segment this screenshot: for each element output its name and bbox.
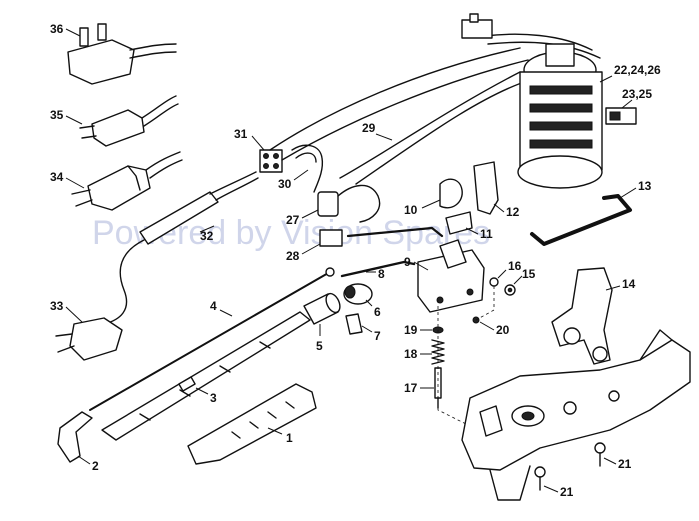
part-11-bracket[interactable]	[445, 211, 473, 235]
part-16-spring[interactable]	[489, 277, 499, 287]
label-10: 10	[404, 203, 418, 217]
part-21-screw-a[interactable]	[594, 442, 606, 467]
label-13: 13	[638, 179, 652, 193]
label-33: 33	[50, 299, 64, 313]
label-11: 11	[480, 227, 493, 241]
part-4-rod[interactable]	[89, 267, 335, 411]
label-15: 15	[522, 267, 536, 281]
part-6-bearing[interactable]	[343, 283, 373, 305]
label-28: 28	[286, 249, 300, 263]
label-22-24-26: 22,24,26	[614, 63, 661, 77]
part-36-uk-plug[interactable]	[67, 23, 177, 85]
part-2-tip-guard[interactable]	[57, 411, 93, 463]
part-18-spring[interactable]	[431, 339, 445, 365]
label-18: 18	[404, 347, 418, 361]
part-8-rod[interactable]	[340, 226, 444, 278]
label-31: 31	[234, 127, 248, 141]
part-7-clip[interactable]	[345, 313, 363, 335]
part-33-au-plug[interactable]	[55, 317, 123, 361]
label-36: 36	[50, 22, 64, 36]
label-35: 35	[50, 108, 64, 122]
label-32: 32	[200, 229, 214, 243]
label-6: 6	[374, 305, 381, 319]
part-13-bail[interactable]	[530, 194, 632, 246]
label-16: 16	[508, 259, 522, 273]
label-21-b: 21	[560, 485, 574, 499]
part-27-suppressor[interactable]	[317, 184, 381, 223]
label-23-25: 23,25	[622, 87, 652, 101]
label-20: 20	[496, 323, 510, 337]
part-14-handle[interactable]	[551, 267, 613, 365]
label-29: 29	[362, 121, 376, 135]
label-12: 12	[506, 205, 520, 219]
part-9-switch[interactable]	[417, 239, 485, 313]
part-22-motor[interactable]	[517, 43, 603, 189]
part-23-brush[interactable]	[605, 107, 637, 125]
label-14: 14	[622, 277, 636, 291]
label-5: 5	[316, 339, 323, 353]
label-1: 1	[286, 431, 293, 445]
label-7: 7	[374, 329, 381, 343]
part-30-wire[interactable]	[291, 144, 324, 193]
label-8: 8	[378, 267, 385, 281]
part-28-component[interactable]	[319, 229, 343, 247]
part-35-euro-plug[interactable]	[79, 95, 179, 147]
label-30: 30	[278, 177, 292, 191]
part-3-blade[interactable]	[101, 311, 311, 441]
label-17: 17	[404, 381, 418, 395]
label-3: 3	[210, 391, 217, 405]
label-2: 2	[92, 459, 99, 473]
label-21-a: 21	[618, 457, 632, 471]
part-34-schuko-plug[interactable]	[71, 151, 183, 211]
part-21-screw-b[interactable]	[534, 466, 546, 491]
part-connector-top[interactable]	[461, 13, 493, 39]
part-31-terminal-block[interactable]	[259, 149, 283, 173]
label-4: 4	[210, 299, 217, 313]
part-15-nut[interactable]	[504, 284, 516, 296]
label-34: 34	[50, 170, 64, 184]
part-5-sleeve[interactable]	[303, 291, 343, 325]
part-1-guard[interactable]	[187, 383, 317, 465]
part-10-cam[interactable]	[439, 178, 463, 209]
label-27: 27	[286, 213, 300, 227]
label-19: 19	[404, 323, 418, 337]
part-32-cable[interactable]	[103, 171, 259, 325]
part-12-lever[interactable]	[473, 161, 499, 215]
part-housing[interactable]	[461, 329, 691, 501]
